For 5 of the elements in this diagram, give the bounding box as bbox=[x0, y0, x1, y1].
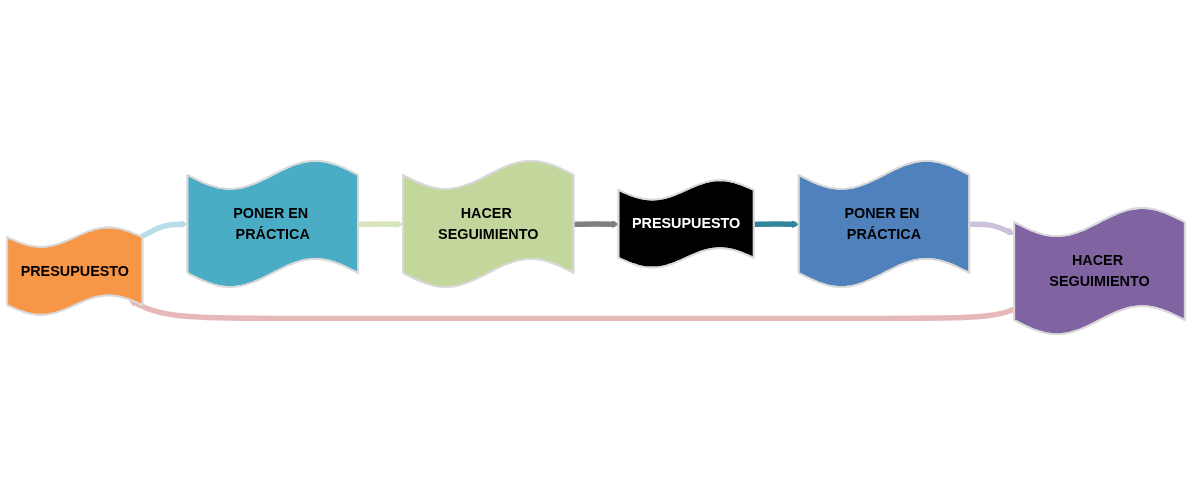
arrow bbox=[140, 220, 189, 240]
arrow bbox=[358, 220, 404, 229]
arrow bbox=[573, 220, 620, 229]
arrow bbox=[754, 220, 800, 229]
arrow bbox=[969, 221, 1015, 236]
